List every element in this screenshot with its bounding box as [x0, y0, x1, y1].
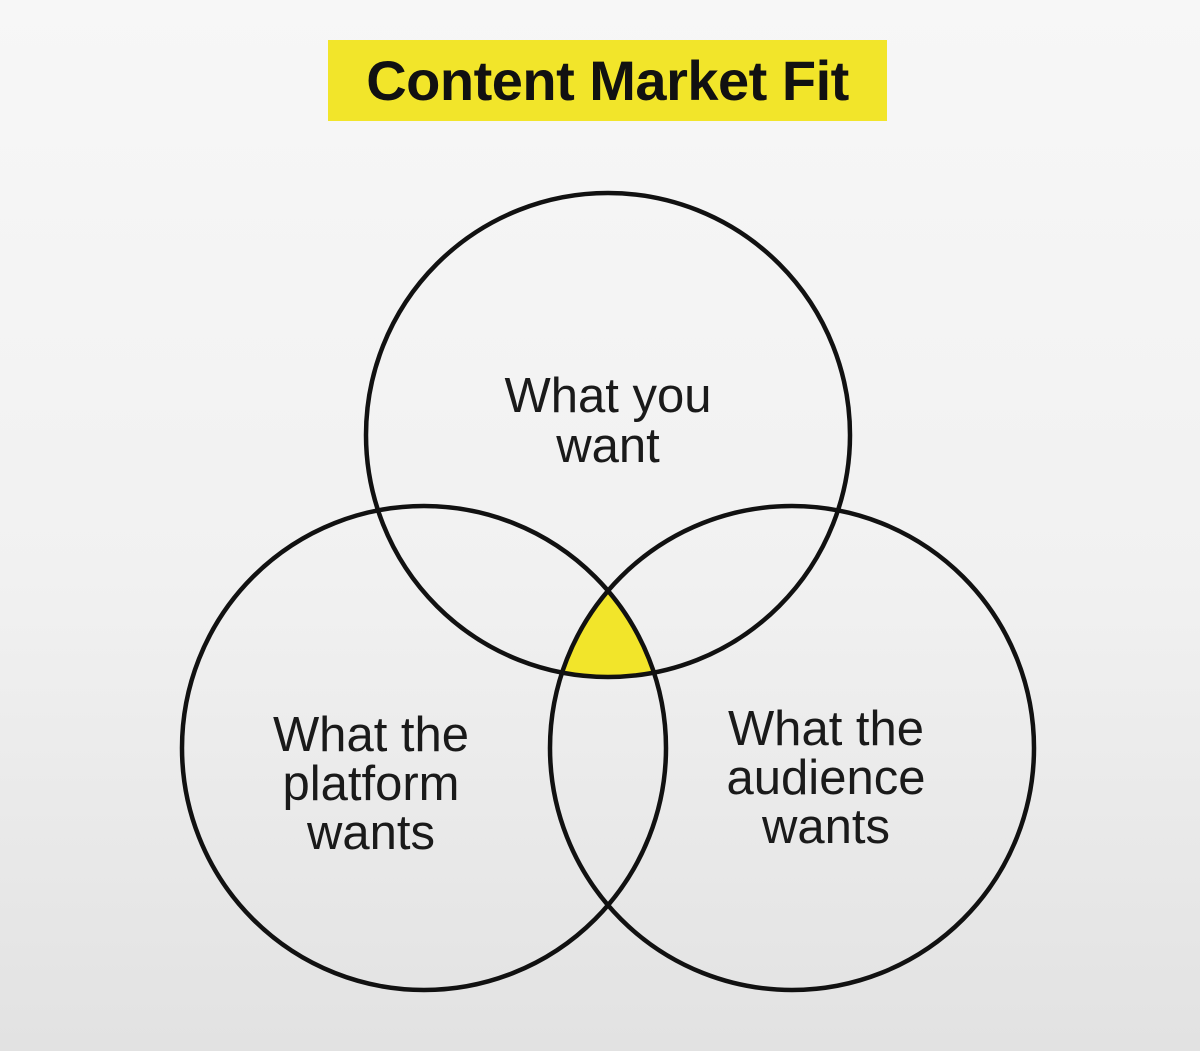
circle-what-the-audience-wants: [547, 503, 1037, 993]
label-platform-line-3: wants: [306, 806, 435, 860]
label-platform-line-1: What the: [273, 708, 469, 762]
label-you-line-1: What you: [505, 369, 712, 423]
title-highlight-box: Content Market Fit: [328, 40, 887, 121]
label-audience-line-1: What the: [728, 702, 924, 756]
label-audience-line-3: wants: [761, 800, 890, 854]
label-you-line-2: want: [555, 419, 660, 473]
label-audience-line-2: audience: [727, 751, 926, 805]
page-title: Content Market Fit: [366, 49, 849, 112]
label-platform-line-2: platform: [282, 757, 459, 811]
circle-what-the-platform-wants: [179, 503, 669, 993]
circle-what-you-want: [363, 190, 853, 680]
